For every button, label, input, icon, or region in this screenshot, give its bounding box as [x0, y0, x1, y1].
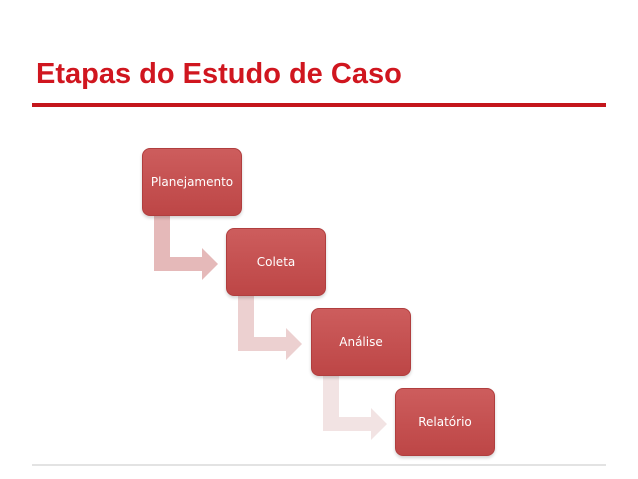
connector-arrow-3	[323, 376, 387, 440]
step-label: Coleta	[256, 255, 296, 269]
step-planejamento: Planejamento	[142, 148, 242, 216]
title-underline	[32, 103, 606, 107]
step-analise: Análise	[311, 308, 411, 376]
slide-title: Etapas do Estudo de Caso	[36, 58, 402, 90]
connector-arrow-2	[238, 296, 302, 360]
step-label: Relatório	[418, 415, 472, 429]
step-label: Planejamento	[150, 175, 234, 189]
step-coleta: Coleta	[226, 228, 326, 296]
footer-divider	[32, 464, 606, 466]
connector-arrow-1	[154, 216, 218, 280]
step-label: Análise	[339, 335, 383, 349]
step-relatorio: Relatório	[395, 388, 495, 456]
